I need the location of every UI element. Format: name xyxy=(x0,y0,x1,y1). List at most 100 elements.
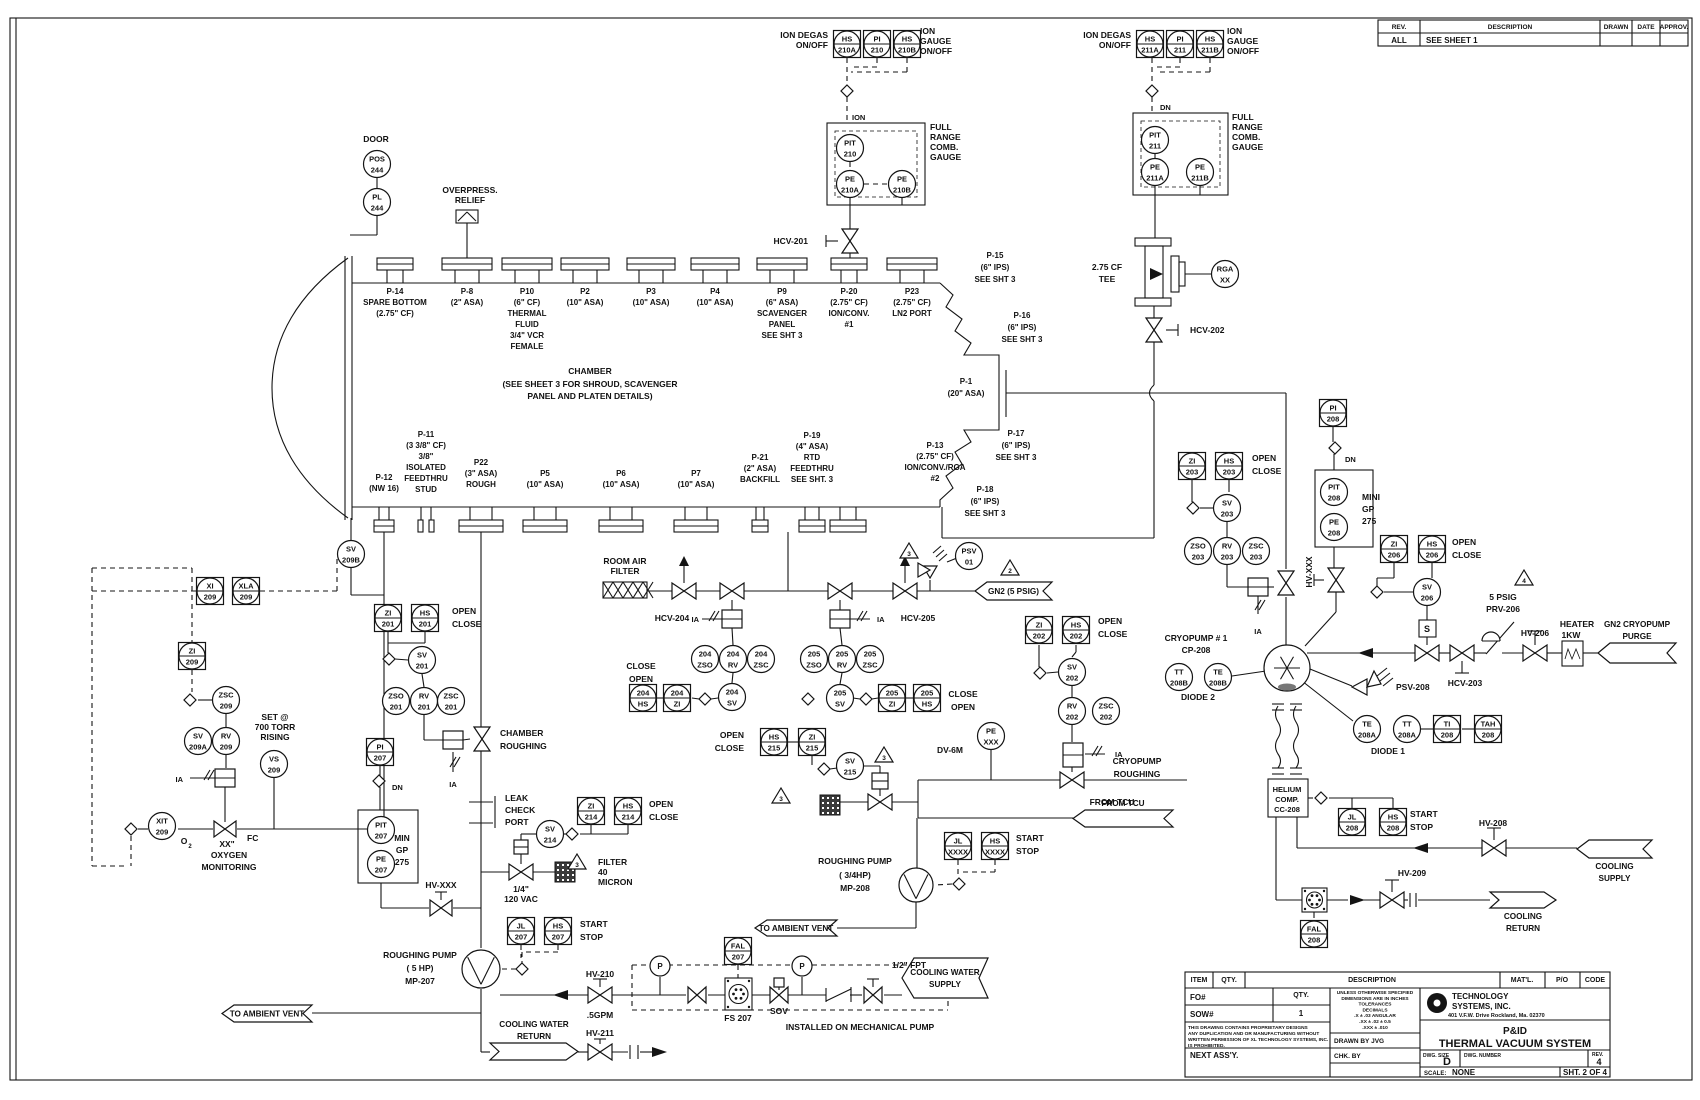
relief-spring xyxy=(932,545,942,554)
annotation: CC-208 xyxy=(1274,805,1300,814)
tb-header: CODE xyxy=(1585,977,1606,984)
annotation: ( 5 HP) xyxy=(407,963,434,973)
cooling-fan-box-dot xyxy=(1315,894,1319,898)
instrument-te-208a-tag: TE xyxy=(1362,720,1372,729)
port-label: #2 xyxy=(931,474,940,483)
instrument-zsc-209-number: 209 xyxy=(220,702,233,711)
instrument-zi-206-tag: ZI xyxy=(1391,540,1398,549)
instrument-ti-208-number: 208 xyxy=(1441,731,1454,740)
filter-dot xyxy=(567,864,569,866)
flow-switch-fs207-corner xyxy=(747,1005,751,1009)
tee-flange xyxy=(1134,297,1172,307)
port-label: 3/4" VCR xyxy=(510,331,544,340)
tb-tolerance: .XXX ± .010 xyxy=(1362,1025,1388,1031)
psv-208-relief xyxy=(1365,669,1382,688)
rupture-disk xyxy=(466,211,477,222)
flow-arrowhead xyxy=(1413,843,1428,853)
instrument-zi-202-tag: ZI xyxy=(1036,621,1043,630)
hcv-205-valve xyxy=(903,581,918,601)
annotation: ION DEGAS xyxy=(780,30,828,40)
instrument-pe-208-number: 208 xyxy=(1328,529,1341,538)
instrument-rv-209-number: 209 xyxy=(220,743,233,752)
port-label: P-14 xyxy=(387,287,404,296)
annotation: ROUGHING PUMP xyxy=(383,950,457,960)
port-stud xyxy=(417,519,424,533)
instrument-zso-201-number: 201 xyxy=(390,703,403,712)
annotation: GAUGE xyxy=(920,36,952,46)
instrument-pe-xxx-number: XXX xyxy=(983,738,998,747)
port-label: P-13 xyxy=(927,441,944,450)
annotation: DOOR xyxy=(363,134,389,144)
tb-tolerance: .XX ± .02 ± 0.5 xyxy=(1359,1019,1391,1025)
pipe-line xyxy=(462,738,471,741)
instrument-204-zso xyxy=(690,644,720,674)
filter-dot xyxy=(832,812,834,814)
ion-gauge-box-2 xyxy=(1132,112,1229,196)
instrument-pi-211-number: 211 xyxy=(1174,46,1186,55)
drawing-title: P&ID xyxy=(1503,1026,1527,1037)
tb-cell: NONE xyxy=(1452,1068,1476,1077)
note-triangle-number: 3 xyxy=(882,755,886,762)
instrument-fal-208-tag: FAL xyxy=(1307,925,1322,934)
filter-dot xyxy=(827,797,829,799)
port-label: LN2 PORT xyxy=(892,309,932,318)
pipe-line xyxy=(1071,651,1077,658)
rupture-disk xyxy=(455,209,479,224)
instrument-hs-208-number: 208 xyxy=(1387,824,1400,833)
company-address: 401 V.F.W. Drive Rockland, Ma. 02370 xyxy=(1448,1013,1545,1019)
instrument-rv-202 xyxy=(1057,696,1087,726)
instrument-xit-209-number: 209 xyxy=(156,828,169,837)
pipe-line xyxy=(394,658,409,661)
instrument-204-rv xyxy=(718,644,748,674)
annotation: START xyxy=(580,919,609,929)
annotation: OPEN xyxy=(629,674,653,684)
instrument-205-sv xyxy=(825,683,855,713)
cryopump-roughing-valve xyxy=(1059,770,1074,790)
tb-header: QTY. xyxy=(1221,977,1237,984)
annotation: GP xyxy=(1362,504,1375,514)
pipe-line xyxy=(731,627,734,646)
flag-gn2-5psig xyxy=(974,581,1054,601)
room-air-filter xyxy=(602,581,648,599)
interlock-diamond xyxy=(382,652,396,666)
port-label: P-1 xyxy=(960,377,973,386)
instrument-205-hs-number: HS xyxy=(922,700,932,709)
filter-dot xyxy=(827,812,829,814)
relief-spring xyxy=(1376,667,1388,677)
instrument-pit-210-tag: PIT xyxy=(844,139,856,148)
instrument-psv-01-tag: PSV xyxy=(961,547,976,556)
hv-210-valve xyxy=(587,985,602,1005)
filter-dot xyxy=(822,797,824,799)
annotation: GP xyxy=(396,845,409,855)
flow-switch-fs207-dot xyxy=(739,996,743,1000)
cooling-fan-box-dot xyxy=(1310,894,1314,898)
roughing-pump-mp208 xyxy=(898,867,934,903)
tb-cell: 4 xyxy=(1596,1057,1601,1067)
instrument-204-zsc-tag: 204 xyxy=(755,650,768,659)
annotation: DIODE 2 xyxy=(1181,692,1215,702)
annotation: OPEN xyxy=(1452,537,1476,547)
pipe-line xyxy=(1301,680,1354,722)
instrument-204-hs-number: HS xyxy=(638,700,648,709)
port-label: SEE SHT 3 xyxy=(1002,335,1043,344)
interlock-diamond xyxy=(952,877,966,891)
annotation: PRV-206 xyxy=(1486,604,1520,614)
filter-dot xyxy=(827,802,829,804)
annotation: OVERPRESS. xyxy=(442,185,497,195)
annotation: HV-206 xyxy=(1521,628,1550,638)
flag-to-ambient-vent-1-label: TO AMBIENT VENT xyxy=(230,1010,305,1019)
instrument-pe-211b-number: 211B xyxy=(1191,174,1209,183)
instrument-te-208a xyxy=(1352,714,1382,744)
annotation: HV-210 xyxy=(586,969,615,979)
instrument-zi-206-number: 206 xyxy=(1388,551,1401,560)
ia-break xyxy=(1258,599,1266,611)
tb-cell: QTY. xyxy=(1293,992,1309,999)
port-label: (NW 16) xyxy=(369,484,399,493)
instrument-tt-208b-number: 208B xyxy=(1170,679,1189,688)
instrument-xi-209-number: 209 xyxy=(204,593,217,602)
port-label: (3 3/8" CF) xyxy=(406,441,446,450)
note-triangle-number: 2 xyxy=(1008,568,1012,575)
annotation: HCV-202 xyxy=(1190,325,1225,335)
annotation: HV-211 xyxy=(586,1028,614,1038)
instrument-pi-210-tag: PI xyxy=(873,35,880,44)
